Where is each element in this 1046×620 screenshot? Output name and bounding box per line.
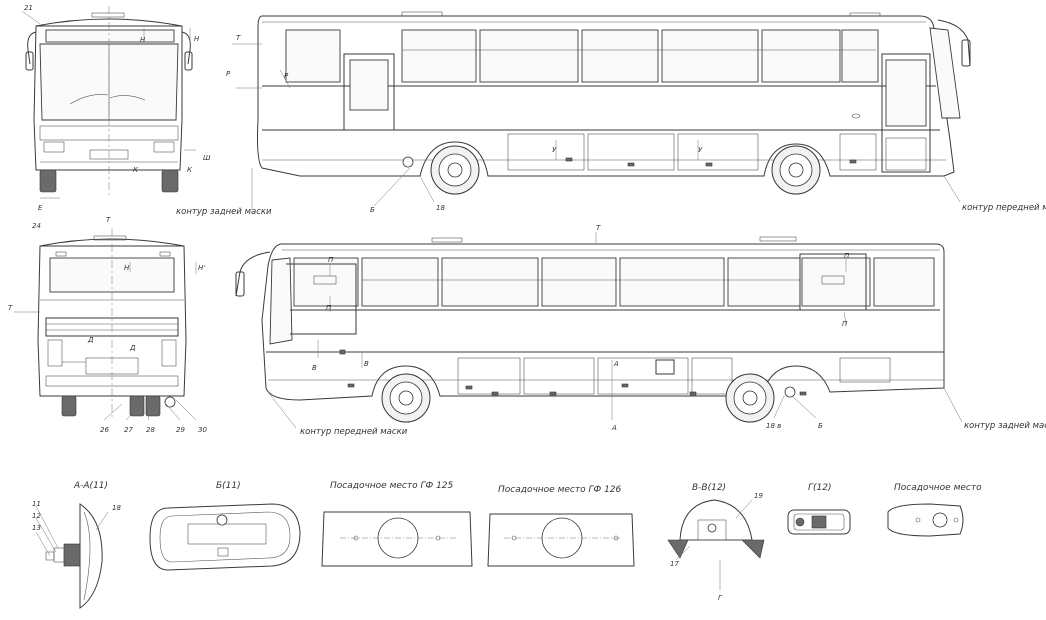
label-left-a2: А bbox=[611, 424, 617, 432]
label-rear-d: Д bbox=[87, 336, 94, 344]
label-left-p1: П bbox=[328, 256, 334, 264]
detail-vv: В-В(12) 19 17 Г bbox=[667, 483, 765, 602]
rear-view: 24 Т Т Н Н' Д Д 26 27 28 29 30 bbox=[8, 216, 207, 434]
label-rear-t-left: Т bbox=[8, 304, 13, 312]
label-left-t: Т bbox=[596, 224, 601, 232]
caption-rear-mask-top: контур задней маски bbox=[176, 207, 272, 217]
label-left-v2: В bbox=[364, 360, 369, 368]
label-left-b: Б bbox=[818, 422, 823, 430]
label-rear-t: Т bbox=[106, 216, 111, 224]
label-rear-28: 28 bbox=[146, 426, 155, 434]
detail-label-g: Г bbox=[718, 594, 723, 602]
label-rear-27: 27 bbox=[124, 426, 133, 434]
label-front-21: 21 bbox=[24, 4, 33, 12]
label-left-p3: П bbox=[844, 252, 850, 260]
detail-label-12: 12 bbox=[32, 512, 41, 520]
label-left-p2: П bbox=[326, 304, 332, 312]
detail-vv-title: В-В(12) bbox=[692, 483, 726, 493]
side-view-right: Т Р Р У У Б 18 контур задней маски конту… bbox=[176, 11, 1046, 217]
label-side-r: Р bbox=[226, 70, 231, 78]
detail-gf126: Посадочное место ГФ 126 bbox=[487, 485, 635, 567]
label-rear-h2: Н' bbox=[198, 264, 205, 272]
detail-g-title: Г(12) bbox=[808, 483, 832, 493]
label-rear-29: 29 bbox=[176, 426, 185, 434]
detail-label-11: 11 bbox=[32, 500, 41, 508]
detail-b: Б(11) bbox=[149, 481, 301, 571]
label-front-h: Н bbox=[140, 36, 146, 44]
detail-label-19: 19 bbox=[754, 492, 763, 500]
detail-label-18: 18 bbox=[112, 504, 121, 512]
caption-rear-mask-bottom: контур задней маски bbox=[964, 421, 1046, 431]
detail-g: Г(12) bbox=[787, 483, 851, 535]
detail-aa-title: А-А(11) bbox=[73, 481, 108, 491]
detail-seat: Посадочное место bbox=[887, 483, 982, 537]
label-rear-30: 30 bbox=[198, 426, 207, 434]
label-rear-d2: Д bbox=[129, 344, 136, 352]
caption-front-mask-bottom: контур передней маски bbox=[300, 427, 408, 437]
label-front-k2: К bbox=[133, 166, 139, 174]
side-view-left: Т П П П П В В А А 18 в Б контур передней… bbox=[235, 224, 1046, 437]
label-front-h2: Н bbox=[194, 35, 200, 43]
detail-aa: А-А(11) 11 12 13 18 bbox=[32, 481, 121, 609]
label-front-e: Е bbox=[38, 204, 43, 212]
label-side-t: Т bbox=[236, 34, 241, 42]
label-side-b: Б bbox=[370, 206, 375, 214]
label-left-v: В bbox=[312, 364, 317, 372]
detail-label-13: 13 bbox=[32, 524, 41, 532]
label-rear-h: Н bbox=[124, 264, 130, 272]
label-side-u2: У bbox=[698, 146, 703, 154]
label-left-18: 18 в bbox=[766, 422, 781, 430]
label-rear-24: 24 bbox=[32, 222, 41, 230]
label-rear-26: 26 bbox=[100, 426, 109, 434]
caption-front-mask-top: контур передней маски bbox=[962, 203, 1046, 213]
detail-gf125: Посадочное место ГФ 125 bbox=[321, 481, 473, 567]
detail-b-title: Б(11) bbox=[216, 481, 241, 491]
label-left-p4: П bbox=[842, 320, 848, 328]
label-left-a: А bbox=[613, 360, 619, 368]
label-front-k: К bbox=[187, 166, 193, 174]
label-side-r2: Р bbox=[284, 72, 289, 80]
detail-seat-title: Посадочное место bbox=[894, 483, 982, 493]
detail-label-17: 17 bbox=[670, 560, 679, 568]
label-side-u: У bbox=[552, 146, 557, 154]
label-front-sh: Ш bbox=[203, 154, 211, 162]
front-view: 21 Н Н Ш К К Е bbox=[21, 4, 211, 212]
detail-gf126-title: Посадочное место ГФ 126 bbox=[498, 485, 622, 495]
detail-gf125-title: Посадочное место ГФ 125 bbox=[330, 481, 454, 491]
label-side-18: 18 bbox=[436, 204, 445, 212]
